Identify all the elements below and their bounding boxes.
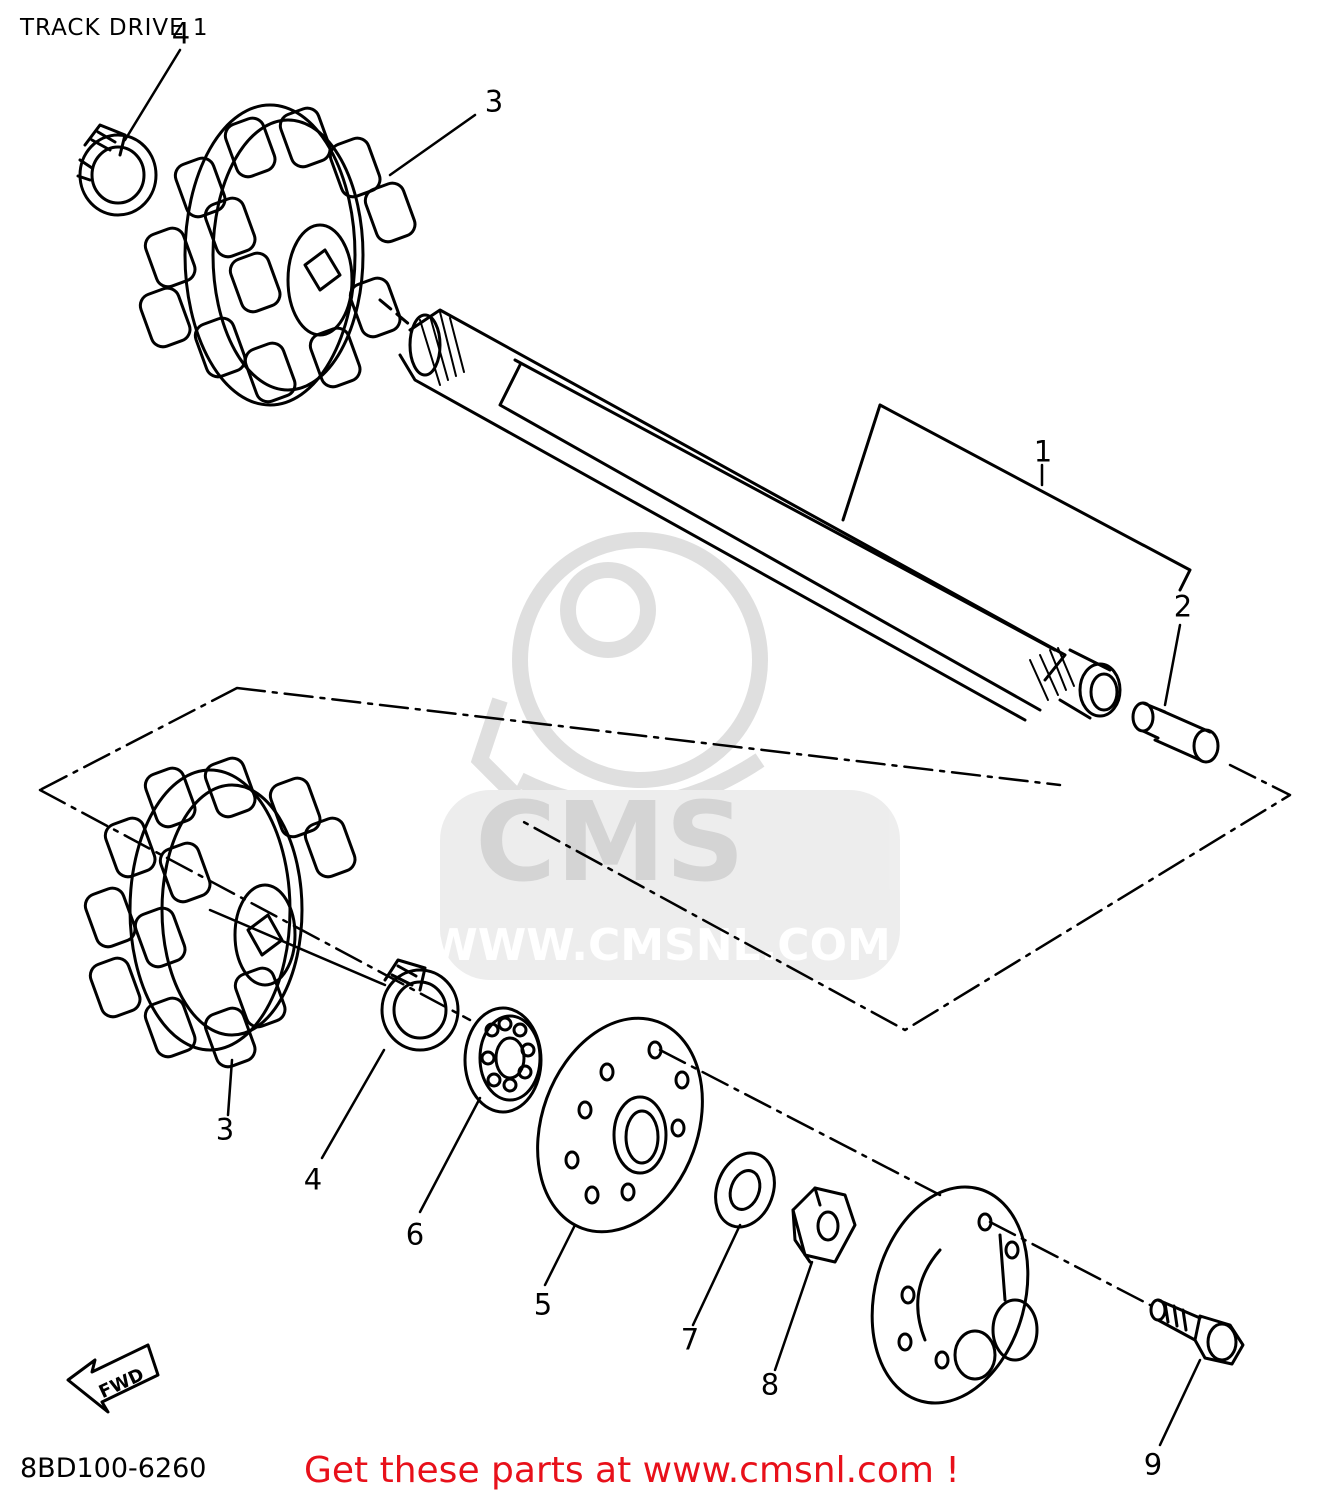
leader-lines (123, 48, 1202, 1447)
drive-sprocket-top (138, 103, 417, 407)
callout-3-top: 3 (484, 84, 504, 119)
drive-sprocket-bottom (83, 756, 387, 1069)
callout-8: 8 (760, 1367, 780, 1402)
end-plug (1131, 701, 1220, 764)
bearing-flange-plate (536, 1016, 942, 1234)
cms-watermark: CMS WWW.CMSNL.COM (429, 532, 900, 980)
fwd-label: FWD (96, 1364, 148, 1403)
callout-3-bottom: 3 (215, 1112, 235, 1147)
bearing (463, 1006, 543, 1114)
assembly-frame (38, 686, 1292, 1032)
drive-shaft (378, 298, 1122, 722)
bearing-housing (870, 1185, 1152, 1405)
callout-1: 1 (1033, 434, 1053, 469)
callout-9: 9 (1143, 1447, 1163, 1482)
hose-clamp-bottom (380, 958, 460, 1052)
callout-6: 6 (405, 1217, 425, 1252)
callout-4-bottom: 4 (303, 1162, 323, 1197)
watermark-url: WWW.CMSNL.COM (429, 920, 891, 971)
callout-bracket-1 (841, 403, 1192, 592)
washer (714, 1151, 776, 1229)
callout-4-top: 4 (171, 16, 191, 51)
fwd-arrow-icon: FWD (66, 1343, 160, 1414)
hex-nut (791, 1186, 857, 1264)
flange-bolt (1149, 1298, 1245, 1366)
watermark-brand: CMS (475, 778, 744, 906)
callout-2: 2 (1173, 589, 1193, 624)
callout-5: 5 (533, 1287, 553, 1322)
hose-clamp-top (76, 123, 158, 217)
promo-link[interactable]: Get these parts at www.cmsnl.com ! (304, 1450, 960, 1491)
diagram-part-code: 8BD100-6260 (20, 1453, 207, 1484)
callout-7: 7 (680, 1322, 700, 1357)
page-title: TRACK DRIVE 1 (20, 15, 209, 41)
